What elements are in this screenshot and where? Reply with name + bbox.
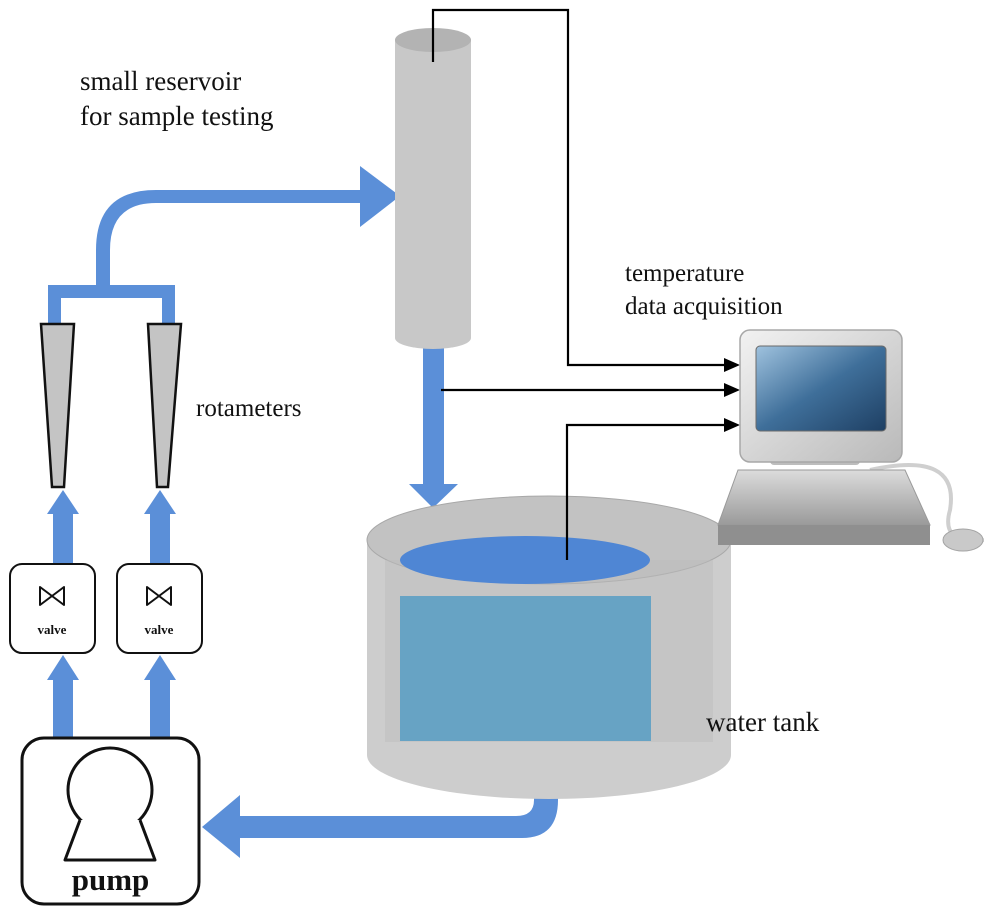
pipe-valve-to-rotameter-right	[150, 510, 170, 566]
bowtie-valve-icon	[146, 586, 172, 606]
valve-right-label: valve	[144, 622, 174, 637]
pipe-reservoir-to-tank	[423, 338, 444, 492]
daq-label-line2: data acquisition	[625, 292, 783, 320]
wire-reservoir-to-daq	[431, 8, 732, 367]
pump-icon	[66, 746, 154, 834]
arrow-up-rotameter-left	[47, 490, 79, 514]
rotameters	[39, 322, 183, 489]
valve-left[interactable]	[9, 563, 96, 654]
arrow-down-tank	[409, 484, 458, 508]
signal-arrowheads	[724, 358, 740, 432]
pipe-valve-to-rotameter-left	[53, 510, 73, 566]
bowtie-valve-icon	[39, 586, 65, 606]
valve-left-box	[9, 563, 96, 654]
reservoir-label: small reservoir for sample testing	[80, 64, 273, 134]
pipe-riser-right	[162, 285, 175, 325]
keyboard	[717, 469, 931, 526]
arrowhead-3	[724, 418, 740, 432]
valve-right-box	[116, 563, 203, 654]
small-reservoir	[395, 28, 471, 349]
pipe-pump-to-valve-right	[150, 676, 170, 738]
monitor-screen	[755, 345, 887, 432]
arrow-up-valve-right	[144, 655, 176, 680]
reservoir-label-line2: for sample testing	[80, 101, 274, 132]
pipe-manifold	[48, 285, 175, 298]
arrow-into-pump	[202, 795, 240, 858]
daq-label: temperature data acquisition	[625, 258, 783, 323]
rotameter-left	[39, 322, 76, 489]
signal-wires	[431, 8, 732, 560]
pipe-pump-to-valve-left	[53, 676, 73, 738]
computer-icon	[717, 329, 984, 552]
rotameter-right	[146, 322, 183, 489]
pump[interactable]	[20, 736, 201, 906]
reservoir-label-line1: small reservoir	[80, 66, 242, 96]
water-body	[400, 596, 651, 741]
arrow-up-rotameter-right	[144, 490, 176, 514]
valve-right[interactable]	[116, 563, 203, 654]
daq-label-line1: temperature	[625, 260, 745, 287]
water-tank	[366, 495, 732, 799]
keyboard-front	[718, 525, 930, 545]
pump-base-icon	[63, 819, 157, 862]
valve-left-label: valve	[37, 622, 67, 637]
arrow-into-reservoir	[360, 166, 400, 227]
arrowhead-2	[724, 383, 740, 397]
reservoir-body	[395, 40, 471, 338]
pump-label: pump	[71, 862, 150, 897]
arrow-up-valve-left	[47, 655, 79, 680]
pipe-tank-to-pump	[238, 770, 558, 838]
reservoir-bottom	[395, 327, 471, 349]
flow-pipes	[47, 166, 558, 858]
pipe-riser-left	[48, 285, 61, 325]
wire-tank-to-daq	[565, 423, 732, 560]
water-tank-label: water tank	[706, 707, 820, 737]
mouse	[942, 528, 984, 552]
pipe-to-reservoir	[96, 190, 362, 292]
arrowhead-1	[724, 358, 740, 372]
water-surface	[400, 536, 650, 584]
rotameters-label: rotameters	[196, 395, 302, 422]
